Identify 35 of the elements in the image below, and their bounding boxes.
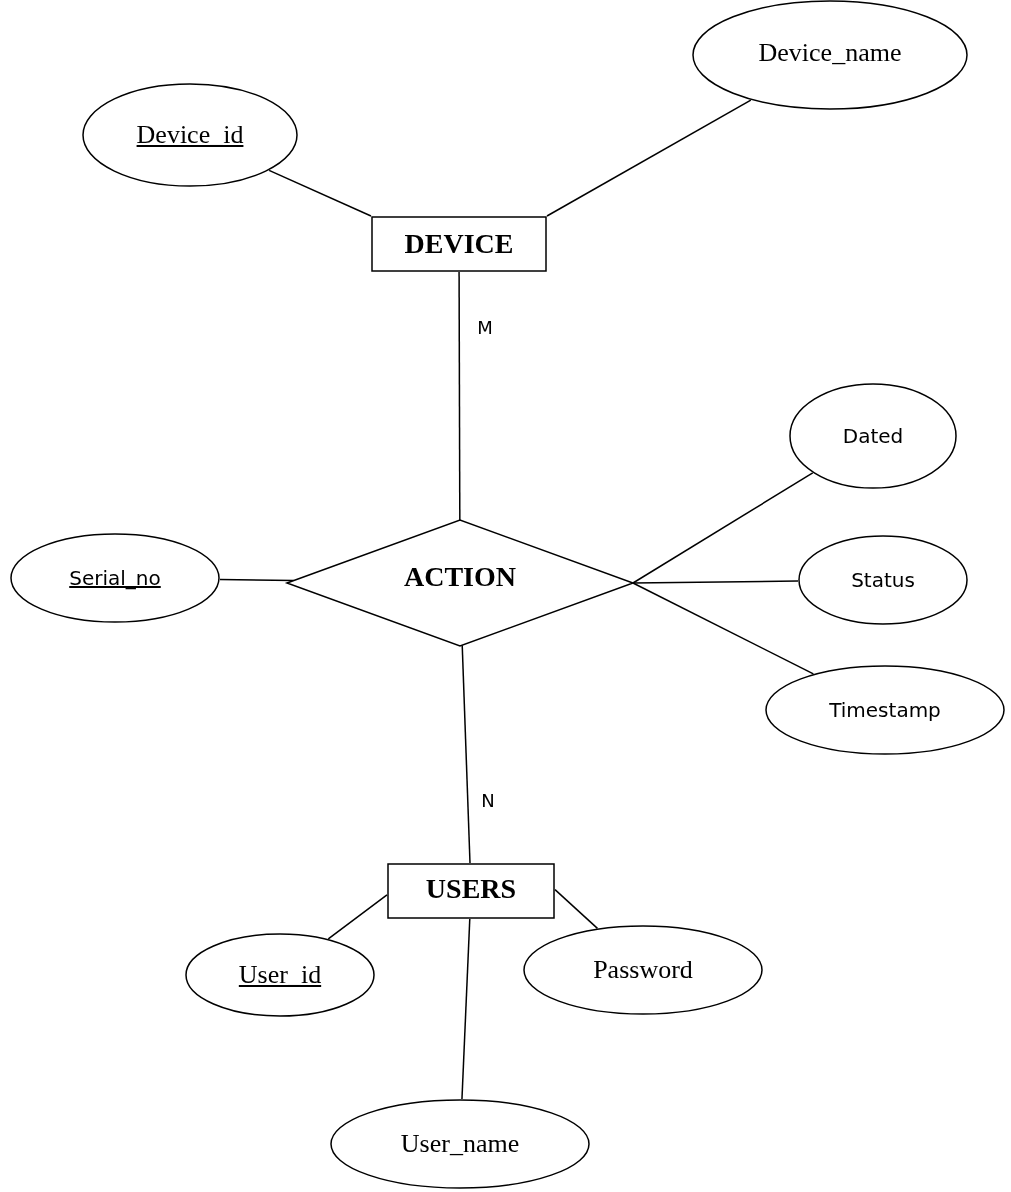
key-attribute-name: User_id <box>238 960 322 990</box>
attribute-ellipse <box>330 1099 590 1189</box>
connector-line <box>546 99 752 217</box>
attribute-ellipse <box>789 383 957 489</box>
connector-line <box>219 578 295 582</box>
attribute-name: Device_name <box>758 38 902 68</box>
connector-line <box>461 644 471 864</box>
attribute-name: Status <box>851 568 915 592</box>
connector-line <box>554 888 599 930</box>
connector-line <box>632 472 814 584</box>
attribute-ellipse <box>523 925 763 1015</box>
entity-box <box>387 863 555 919</box>
attribute-ellipse <box>798 535 968 625</box>
attribute-ellipse <box>765 665 1005 755</box>
relationship-name: ACTION <box>404 561 516 593</box>
connector-line <box>461 918 471 1100</box>
attribute-name: User_name <box>400 1129 520 1159</box>
attribute-name: Timestamp <box>829 698 941 722</box>
relationship-diamond <box>287 520 633 646</box>
entity-box <box>371 216 547 272</box>
attribute-ellipse <box>692 0 968 110</box>
connector-line <box>458 271 461 521</box>
entity-name: USERS <box>425 873 517 905</box>
connector-line <box>327 894 388 940</box>
key-attribute-ellipse <box>10 533 220 623</box>
attribute-name: Dated <box>842 424 904 448</box>
key-attribute-name: Serial_no <box>69 566 161 590</box>
connector-line <box>632 580 799 584</box>
connector-line <box>268 169 372 217</box>
key-attribute-ellipse <box>82 83 298 187</box>
attribute-name: Password <box>593 955 693 985</box>
connector-line <box>632 582 815 675</box>
key-attribute-name: Device_id <box>136 120 244 150</box>
key-attribute-ellipse <box>185 933 375 1017</box>
entity-name: DEVICE <box>404 228 514 260</box>
